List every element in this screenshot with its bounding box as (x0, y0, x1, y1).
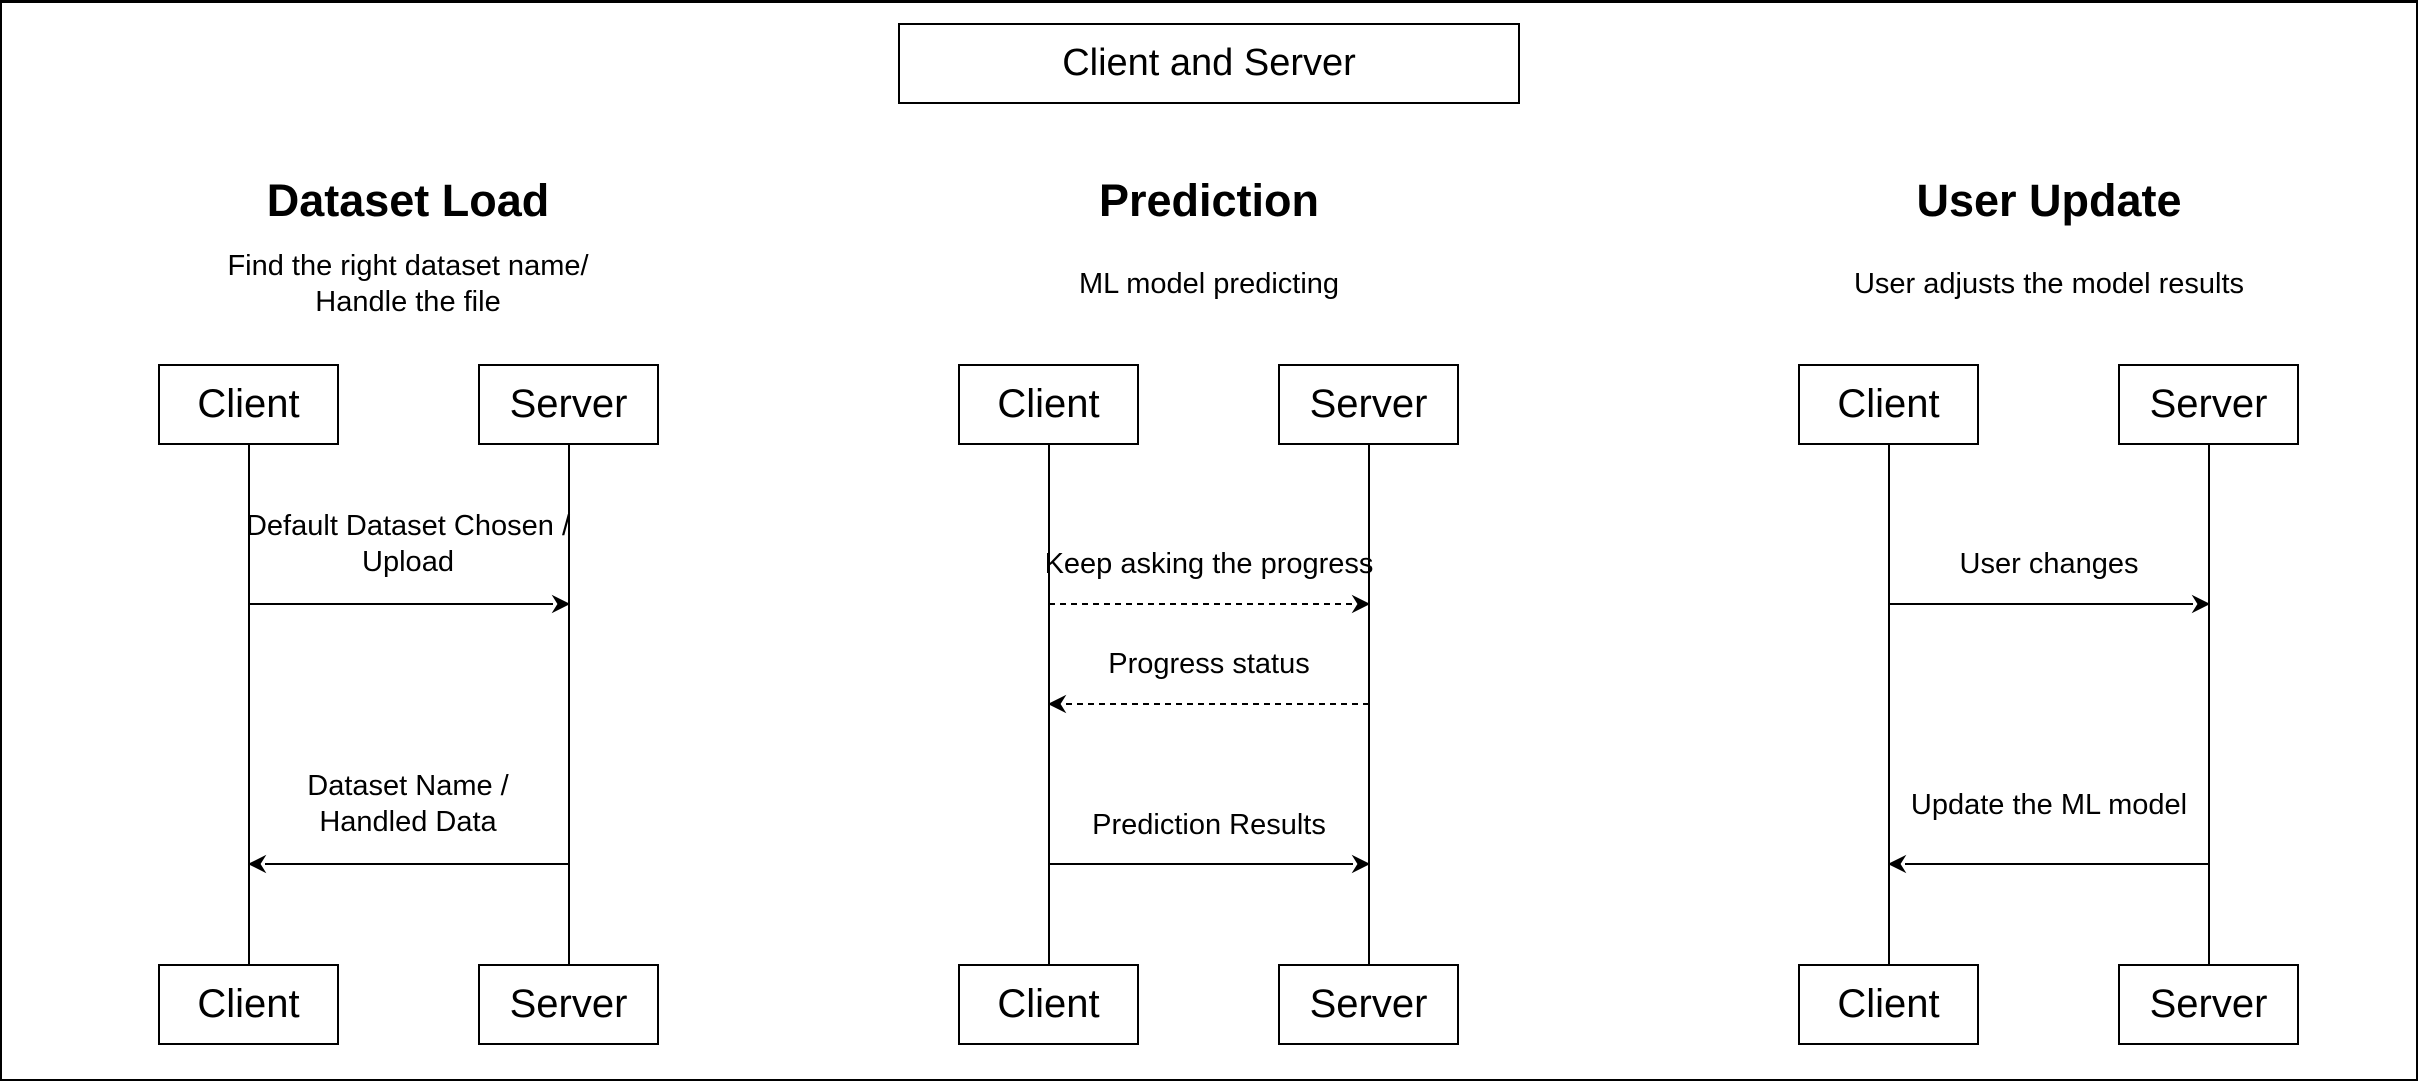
description-line: ML model predicting (1078, 268, 1340, 300)
message-label-line: Handled Data (319, 806, 497, 838)
message-label: User changes (1859, 546, 2239, 582)
arrowhead-icon (551, 594, 571, 614)
actor-server-bottom: Server (478, 964, 659, 1045)
actor-server-bottom: Server (1278, 964, 1459, 1045)
actor-client-bottom: Client (958, 964, 1139, 1045)
arrowhead-icon (2191, 594, 2211, 614)
section-description-prediction: ML model predicting (859, 266, 1559, 302)
actor-client-bottom: Client (158, 964, 339, 1045)
description-line: Find the right dataset name/ (227, 250, 589, 282)
message-label-line: User changes (1959, 548, 2139, 580)
message-label: Default Dataset Chosen / Upload (218, 508, 598, 580)
message-label: Dataset Name / Handled Data (218, 768, 598, 840)
message-label-line: Upload (362, 546, 454, 578)
section-heading-dataset-load: Dataset Load (266, 175, 550, 226)
message-label: Progress status (1019, 646, 1399, 682)
diagram-title: Client and Server (898, 23, 1520, 104)
message-label-line: Prediction Results (1092, 809, 1326, 841)
section-description-dataset-load: Find the right dataset name/ Handle the … (58, 248, 758, 320)
arrowhead-icon (247, 854, 267, 874)
arrowhead-icon (1351, 594, 1371, 614)
message-label: Keep asking the progress (1019, 546, 1399, 582)
actor-client-top: Client (958, 364, 1139, 445)
actor-server-top: Server (1278, 364, 1459, 445)
actor-server-top: Server (478, 364, 659, 445)
actor-server-top: Server (2118, 364, 2299, 445)
description-line: Handle the file (315, 286, 501, 318)
arrowhead-icon (1887, 854, 1907, 874)
message-label-line: Keep asking the progress (1044, 548, 1374, 580)
actor-server-bottom: Server (2118, 964, 2299, 1045)
message-label: Update the ML model (1859, 787, 2239, 823)
message-label-line: Default Dataset Chosen / (245, 510, 570, 542)
actor-client-top: Client (158, 364, 339, 445)
message-label-line: Update the ML model (1910, 789, 2188, 821)
actor-client-top: Client (1798, 364, 1979, 445)
message-label: Prediction Results (1019, 807, 1399, 843)
description-line: User adjusts the model results (1853, 268, 2245, 300)
section-description-user-update: User adjusts the model results (1699, 266, 2399, 302)
message-label-line: Progress status (1108, 648, 1310, 680)
section-heading-user-update: User Update (1916, 175, 2182, 226)
arrowhead-icon (1047, 694, 1067, 714)
section-heading-prediction: Prediction (1098, 175, 1320, 226)
message-label-line: Dataset Name / (307, 770, 509, 802)
arrowhead-icon (1351, 854, 1371, 874)
actor-client-bottom: Client (1798, 964, 1979, 1045)
